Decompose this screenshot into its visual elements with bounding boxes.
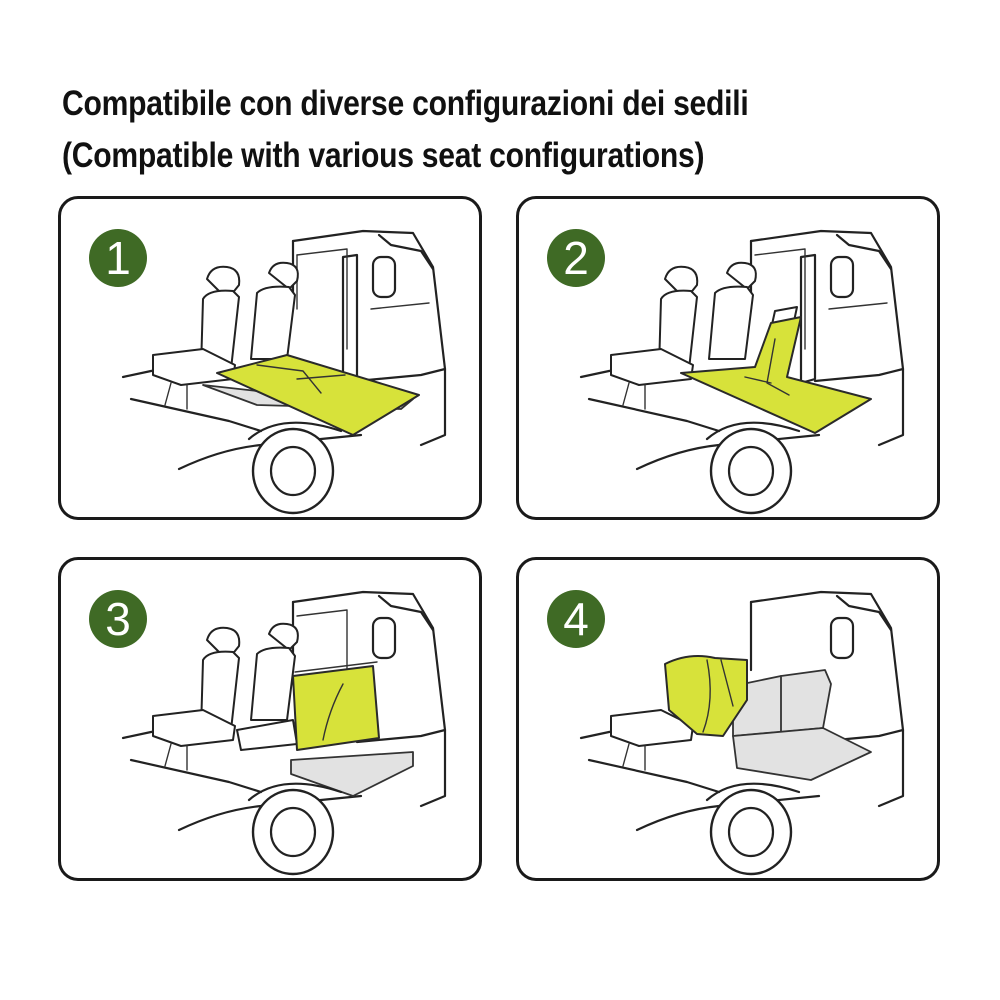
front-seats bbox=[152, 622, 299, 771]
front-seats bbox=[610, 261, 757, 410]
front-seats bbox=[610, 709, 694, 771]
car-interior-illustration bbox=[121, 590, 447, 876]
cargo-floor bbox=[290, 751, 414, 797]
green-mat bbox=[680, 316, 872, 434]
configuration-panel-1: 1 bbox=[58, 196, 482, 520]
rear-wheel bbox=[705, 782, 801, 876]
green-mat bbox=[664, 655, 748, 737]
step-number-badge: 3 bbox=[89, 590, 147, 648]
title-english: (Compatible with various seat configurat… bbox=[62, 136, 705, 175]
step-number-badge: 4 bbox=[547, 590, 605, 648]
rear-wheel bbox=[705, 421, 801, 515]
rear-wheel bbox=[247, 782, 343, 876]
step-number-badge: 2 bbox=[547, 229, 605, 287]
front-seats bbox=[152, 261, 299, 410]
green-mat bbox=[216, 354, 420, 436]
car-interior-illustration bbox=[579, 229, 905, 515]
page-title: Compatibile con diverse configurazioni d… bbox=[62, 78, 749, 182]
car-interior-illustration bbox=[579, 590, 905, 876]
green-mat bbox=[292, 665, 380, 751]
step-number-badge: 1 bbox=[89, 229, 147, 287]
rear-wheel bbox=[247, 421, 343, 515]
car-body-outline bbox=[121, 229, 447, 471]
car-body-outline bbox=[121, 590, 447, 832]
car-interior-illustration bbox=[121, 229, 447, 515]
rear-seat-cushion bbox=[236, 719, 298, 751]
title-italian: Compatibile con diverse configurazioni d… bbox=[62, 84, 749, 123]
configuration-panel-4: 4 bbox=[516, 557, 940, 881]
rear-seats bbox=[732, 669, 872, 781]
configuration-panel-2: 2 bbox=[516, 196, 940, 520]
configuration-panel-3: 3 bbox=[58, 557, 482, 881]
car-body-outline bbox=[579, 229, 905, 471]
